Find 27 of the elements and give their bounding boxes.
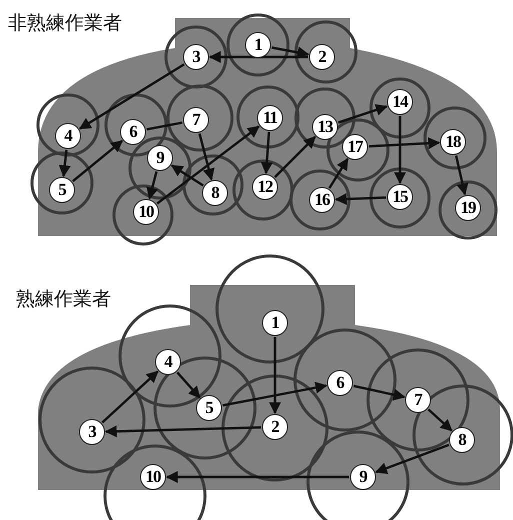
arrow — [260, 132, 273, 174]
arrow — [269, 337, 281, 414]
arrow — [338, 104, 388, 124]
arrow — [454, 155, 468, 196]
arrow — [170, 164, 204, 186]
arrow — [176, 372, 201, 398]
arrow — [198, 133, 215, 181]
arrow — [328, 158, 349, 189]
arrow — [72, 140, 124, 182]
arrow — [146, 171, 158, 200]
arrow — [368, 137, 440, 150]
arrow — [104, 425, 262, 438]
arrow — [394, 116, 406, 184]
arrow — [166, 471, 349, 483]
arrow — [58, 150, 71, 178]
arrow — [78, 63, 185, 130]
panel-heading: 非熟練作業者 — [8, 11, 122, 36]
arrow — [156, 126, 260, 204]
arrow — [272, 46, 310, 58]
arrow — [334, 193, 386, 206]
arrow — [222, 382, 328, 407]
arrow — [375, 444, 450, 474]
panel-heading: 熟練作業者 — [16, 287, 111, 312]
arrow — [208, 51, 308, 63]
arrow — [274, 136, 316, 178]
arrow — [428, 408, 453, 432]
arrow — [101, 370, 159, 424]
